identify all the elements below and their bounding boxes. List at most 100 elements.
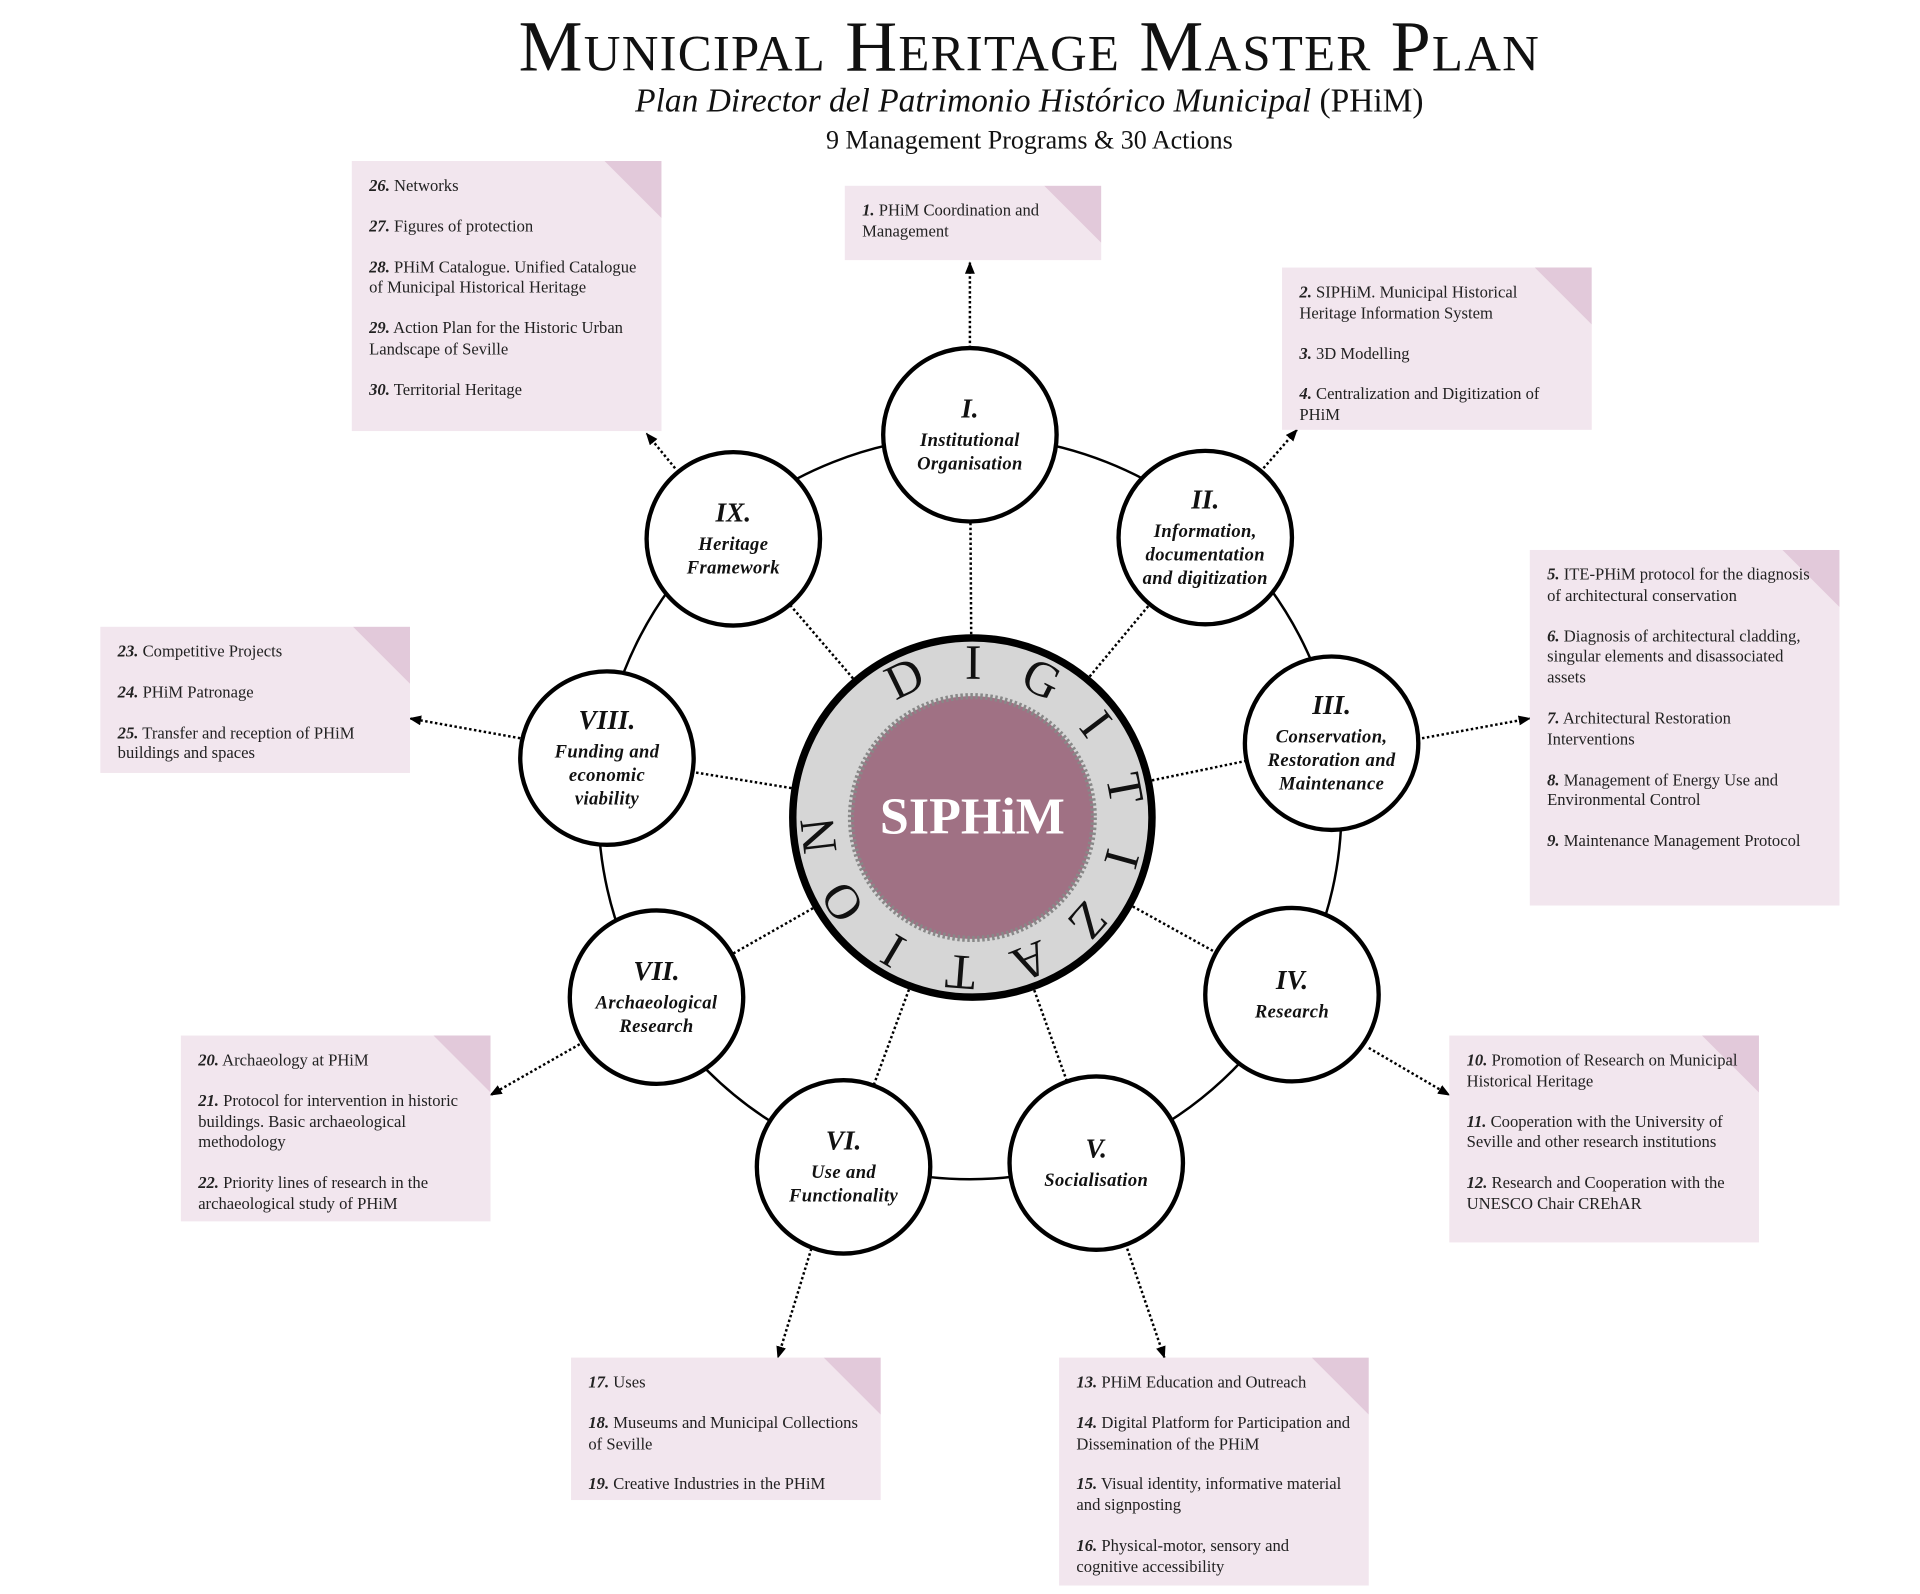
program-node[interactable]: VII.Archaeological Research (576, 955, 737, 1039)
action-number: 23. (117, 641, 139, 661)
action-text: PHiM Coordination and Management (862, 200, 1040, 241)
actions-box: 5. ITE-PHiM protocol for the diagnosis o… (1529, 549, 1840, 906)
arrow-to-actions (1262, 428, 1298, 470)
action-number: 28. (369, 257, 390, 276)
program-name: Information, documentation and digitizat… (1142, 522, 1268, 590)
program-numeral: II. (1191, 483, 1220, 515)
action-item: 19. Creative Industries in the PHiM (588, 1475, 863, 1496)
action-item: 24. PHiM Patronage (118, 682, 393, 703)
action-text: Competitive Projects (142, 641, 283, 661)
program-node[interactable]: I. Institutional Organisation (889, 393, 1050, 477)
action-item: 4. Centralization and Digitization of PH… (1299, 384, 1574, 426)
action-number: 30. (369, 380, 390, 399)
action-number: 2. (1299, 282, 1312, 302)
action-text: Territorial Heritage (393, 380, 522, 399)
action-number: 6. (1547, 626, 1560, 645)
action-item: 15. Visual identity, informative materia… (1076, 1475, 1351, 1517)
action-item: 5. ITE-PHiM protocol for the diagnosis o… (1547, 565, 1822, 607)
action-text: Diagnosis of architectural cladding, sin… (1547, 626, 1801, 687)
program-name: Institutional Organisation (917, 431, 1023, 475)
program-numeral: VII. (633, 955, 680, 987)
action-text: Promotion of Research on Municipal Histo… (1466, 1050, 1738, 1090)
program-node[interactable]: II. Information, documentation and digiti… (1125, 484, 1286, 592)
action-item: 20. Archaeology at PHiM (198, 1050, 473, 1071)
action-number: 17. (588, 1372, 610, 1392)
action-number: 27. (369, 216, 390, 236)
action-text: PHiM Patronage (142, 682, 254, 701)
program-circle[interactable] (1116, 448, 1295, 627)
arrow-to-actions (1126, 1248, 1166, 1359)
program-node[interactable]: V.Socialisation (1016, 1133, 1177, 1194)
program-numeral: VI. (825, 1124, 862, 1156)
action-number: 8. (1547, 769, 1560, 789)
program-numeral: I. (961, 392, 979, 424)
action-item: 6. Diagnosis of architectural cladding, … (1547, 626, 1822, 688)
actions-box: 2. SIPHiM. Municipal Historical Heritage… (1282, 267, 1592, 430)
action-number: 20. (198, 1050, 219, 1069)
action-item: 25. Transfer and reception of PHiM build… (118, 723, 393, 765)
program-name: Conservation, Restoration and Maintenanc… (1267, 727, 1396, 795)
action-number: 3. (1299, 343, 1312, 363)
program-circle[interactable] (644, 449, 823, 628)
action-text: Visual identity, informative material an… (1076, 1474, 1342, 1514)
action-text: Figures of protection (394, 216, 534, 236)
action-item: 28. PHiM Catalogue. Unified Catalogue of… (369, 257, 644, 299)
action-item: 14. Digital Platform for Participation a… (1076, 1413, 1351, 1455)
program-numeral: V. (1085, 1132, 1107, 1164)
program-node[interactable]: IV.Research (1211, 964, 1372, 1025)
ring-letter: N (789, 815, 848, 857)
program-node[interactable]: IX.Heritage Framework (653, 497, 814, 581)
program-circle[interactable] (754, 1077, 933, 1256)
center-label: SIPHiM (879, 789, 1065, 847)
actions-box: 23. Competitive Projects 24. PHiM Patrona… (100, 626, 411, 773)
action-item: 23. Competitive Projects (118, 642, 393, 663)
action-item: 21. Protocol for intervention in histori… (198, 1091, 473, 1153)
program-circle[interactable] (1203, 905, 1381, 1084)
program-circle[interactable] (567, 908, 746, 1087)
program-circle[interactable] (881, 345, 1059, 524)
action-text: Digital Platform for Participation and D… (1076, 1413, 1351, 1453)
actions-box: 20. Archaeology at PHiM 21. Protocol for … (180, 1035, 491, 1222)
action-item: 10. Promotion of Research on Municipal H… (1467, 1050, 1742, 1092)
action-item: 30. Territorial Heritage (369, 380, 644, 401)
program-name: Heritage Framework (686, 535, 780, 579)
action-item: 27. Figures of protection (369, 217, 644, 238)
program-node[interactable]: VI.Use and Functionality (763, 1125, 924, 1209)
action-number: 10. (1466, 1050, 1488, 1069)
actions-box: 10. Promotion of Research on Municipal H… (1449, 1035, 1759, 1243)
program-node[interactable]: VIII. Funding and economic viability (526, 704, 687, 812)
actions-box: 1. PHiM Coordination and Management (844, 185, 1102, 261)
subtitle-acronym: (PHiM) (1319, 81, 1424, 119)
program-circle[interactable] (518, 669, 696, 847)
program-name: Funding and economic viability (554, 742, 660, 810)
action-text: ITE-PHiM protocol for the diagnosis of a… (1547, 564, 1810, 605)
actions-box: 13. PHiM Education and Outreach 14. Digit… (1059, 1357, 1369, 1586)
program-circle[interactable] (1007, 1074, 1186, 1253)
action-text: Research and Cooperation with the UNESCO… (1466, 1173, 1725, 1213)
program-node[interactable]: III.Conservation, Restoration and Mainte… (1251, 689, 1412, 797)
arrow-to-actions (776, 1248, 813, 1359)
program-circle[interactable] (1242, 654, 1421, 833)
action-text: Uses (613, 1372, 646, 1392)
ring-letter: I (965, 635, 982, 690)
action-item: 7. Architectural Restoration Interventio… (1547, 709, 1822, 751)
action-number: 25. (117, 722, 139, 742)
action-text: Priority lines of research in the archae… (198, 1173, 429, 1213)
arrow-to-actions (408, 715, 521, 740)
program-numeral: VIII. (578, 704, 636, 736)
action-number: 24. (117, 682, 139, 701)
action-text: Museums and Municipal Collections of Sev… (588, 1413, 858, 1453)
action-number: 9. (1547, 831, 1560, 850)
action-number: 4. (1299, 384, 1312, 404)
arrow-to-actions (1421, 715, 1532, 740)
action-text: Action Plan for the Historic Urban Lands… (369, 318, 623, 358)
action-number: 11. (1466, 1111, 1487, 1131)
action-item: 13. PHiM Education and Outreach (1076, 1372, 1351, 1393)
action-text: Archaeology at PHiM (222, 1050, 369, 1069)
action-item: 17. Uses (588, 1372, 863, 1393)
subtitle-spanish: Plan Director del Patrimonio Histórico M… (635, 81, 1312, 119)
action-text: Networks (394, 175, 459, 195)
